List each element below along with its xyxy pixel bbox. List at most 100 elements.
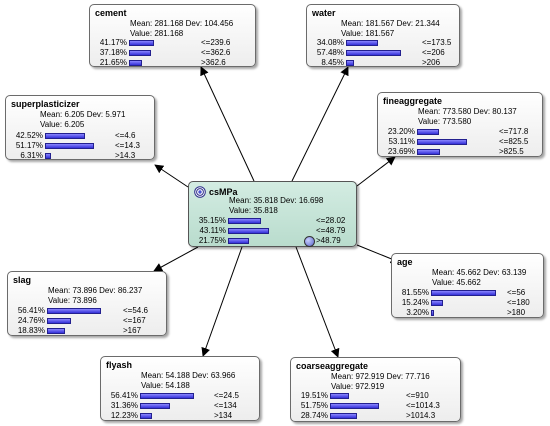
state-probability: 56.41% [17, 306, 45, 315]
state-row[interactable]: 41.17%<=239.6 [93, 38, 252, 48]
probability-bar [330, 393, 349, 399]
state-row[interactable]: 21.75%>48.79 [192, 236, 353, 247]
node-fineaggregate[interactable]: fineaggregate Mean: 773.580 Dev: 80.137 … [377, 92, 543, 157]
state-probability: 53.11% [388, 137, 415, 146]
node-slag[interactable]: slag Mean: 73.896 Dev: 86.237 Value: 73.… [7, 271, 167, 336]
state-interval-label: <=910 [406, 391, 429, 400]
state-probability: 43.11% [199, 226, 226, 235]
state-interval-label: <=28.02 [316, 216, 346, 225]
probability-bar [330, 413, 358, 419]
state-row[interactable]: 23.20%<=717.8 [381, 127, 539, 137]
state-row[interactable]: 19.51%<=910 [294, 391, 457, 401]
node-water[interactable]: water Mean: 181.567 Dev: 21.344 Value: 1… [306, 4, 460, 67]
state-row[interactable]: 12.23%>134 [104, 411, 256, 421]
state-probability: 3.20% [406, 308, 429, 317]
state-row[interactable]: 8.45%>206 [310, 58, 456, 68]
probability-bar [431, 310, 434, 316]
node-title: superplasticizer [11, 99, 80, 109]
probability-bar [431, 300, 444, 306]
node-coarseaggregate[interactable]: coarseaggregate Mean: 972.919 Dev: 77.71… [290, 357, 461, 422]
edge-csmpa-flyash [201, 246, 243, 357]
state-probability: 23.69% [387, 147, 415, 156]
edge-csmpa-fineaggregate [356, 156, 396, 187]
state-interval-label: >1014.3 [406, 411, 436, 420]
probability-bar [228, 238, 249, 244]
state-interval-label: <=14.3 [115, 141, 140, 150]
state-probability: 37.18% [99, 48, 127, 57]
state-row[interactable]: 24.76%<=167 [11, 316, 163, 326]
node-mean-dev: Mean: 73.896 Dev: 86.237 [48, 286, 143, 295]
node-title: flyash [106, 360, 133, 370]
node-flyash[interactable]: flyash Mean: 54.188 Dev: 63.966 Value: 5… [100, 356, 260, 421]
node-mean-dev: Mean: 773.580 Dev: 80.137 [418, 107, 517, 116]
node-csmpa[interactable]: csMPa Mean: 35.818 Dev: 16.698 Value: 35… [188, 181, 357, 247]
probability-bar [129, 50, 152, 56]
state-row[interactable]: 35.15% <=28.02 [192, 216, 353, 226]
node-value: Value: 281.168 [130, 28, 184, 38]
state-row[interactable]: 43.11%<=48.79 [192, 226, 353, 236]
state-interval-label: <=239.6 [201, 38, 231, 47]
state-row[interactable]: 15.24%<=180 [395, 298, 540, 308]
node-title: water [312, 8, 336, 18]
state-row[interactable]: 31.36%<=134 [104, 401, 256, 411]
state-row[interactable]: 42.52%<=4.6 [9, 131, 151, 141]
state-row[interactable]: 57.48%<=206 [310, 48, 456, 58]
node-mean-dev: Mean: 45.662 Dev: 63.139 [432, 268, 527, 277]
probability-bar [330, 403, 380, 409]
state-row[interactable]: 28.74%>1014.3 [294, 411, 457, 421]
state-row[interactable]: 56.41%<=24.5 [104, 391, 256, 401]
state-interval-label: <=173.5 [422, 38, 452, 47]
probability-bar [140, 413, 152, 419]
node-cement[interactable]: cement Mean: 281.168 Dev: 104.456 Value:… [89, 4, 256, 67]
state-interval-label: <=56 [507, 288, 526, 297]
state-interval-label: >825.5 [499, 147, 524, 156]
state-interval-label: <=54.6 [123, 306, 148, 315]
node-title: coarseaggregate [296, 361, 369, 371]
node-value: Value: 6.205 [40, 119, 85, 129]
state-probability: 35.15% [198, 216, 226, 225]
state-row[interactable]: 21.65%>362.6 [93, 58, 252, 68]
state-row[interactable]: 18.83%>167 [11, 326, 163, 336]
state-interval-label: >14.3 [115, 151, 136, 160]
state-row[interactable]: 51.17%<=14.3 [9, 141, 151, 151]
state-probability: 18.83% [17, 326, 45, 335]
state-row[interactable]: 81.55%<=56 [395, 288, 540, 298]
state-row[interactable]: 6.31%>14.3 [9, 151, 151, 161]
node-title: age [397, 257, 413, 267]
node-superplasticizer[interactable]: superplasticizer Mean: 6.205 Dev: 5.971 … [5, 95, 155, 160]
node-value: Value: 181.567 [341, 28, 395, 38]
probability-bar [45, 133, 86, 139]
probability-bar [228, 218, 262, 224]
state-probability: 12.23% [110, 411, 138, 420]
probability-bar [346, 60, 355, 66]
selected-state-icon[interactable] [304, 236, 315, 247]
state-row[interactable]: 56.41% <=54.6 [11, 306, 163, 316]
state-interval-label: <=24.5 [214, 391, 239, 400]
state-interval-label: <=362.6 [201, 48, 231, 57]
probability-bar [129, 40, 154, 46]
state-probability: 8.45% [321, 58, 344, 67]
state-row[interactable]: 3.20%>180 [395, 308, 540, 318]
state-row[interactable]: 51.75%<=1014.3 [294, 401, 457, 411]
state-probability: 23.20% [387, 127, 415, 136]
node-mean-dev: Mean: 6.205 Dev: 5.971 [40, 110, 126, 119]
probability-bar [346, 50, 401, 56]
probability-bar [140, 393, 194, 399]
node-age[interactable]: age Mean: 45.662 Dev: 63.139 Value: 45.6… [391, 253, 544, 318]
probability-bar [45, 143, 94, 149]
probability-bar [129, 60, 142, 66]
probability-bar [45, 153, 51, 159]
state-row[interactable]: 37.18% <=362.6 [93, 48, 252, 58]
state-row[interactable]: 53.11% <=825.5 [381, 137, 539, 147]
state-interval-label: <=825.5 [499, 137, 529, 146]
edge-csmpa-slag [153, 246, 199, 272]
state-probability: 57.48% [316, 48, 344, 57]
state-row[interactable]: 34.08%<=173.5 [310, 38, 456, 48]
state-row[interactable]: 23.69% >825.5 [381, 147, 539, 157]
state-probability: 15.24% [401, 298, 429, 307]
